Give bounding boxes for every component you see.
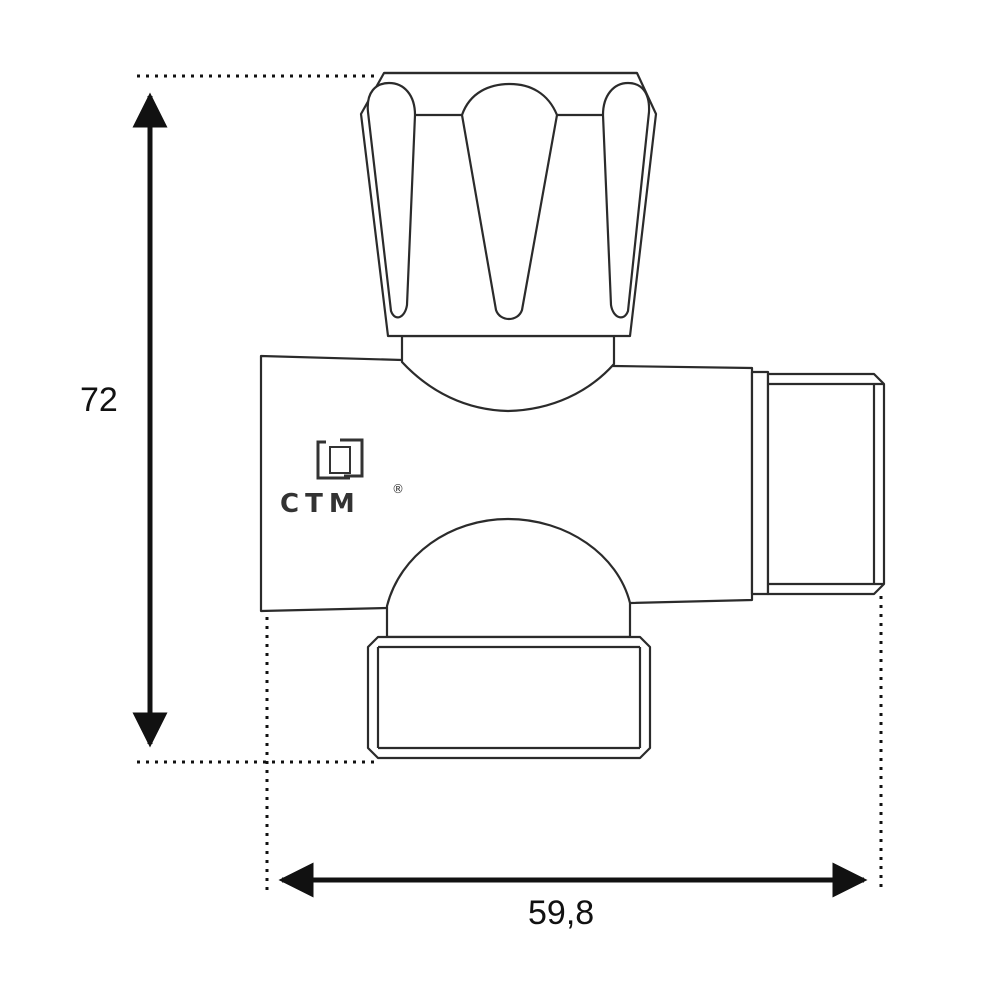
right-outlet-collar <box>750 370 770 596</box>
dimension-arrows <box>132 92 868 898</box>
handle-flute-left <box>366 81 417 319</box>
handle-flute-center <box>460 82 559 321</box>
valve-outline <box>259 71 886 760</box>
bonnet-dome <box>400 334 616 413</box>
right-thread-outlet <box>750 370 886 596</box>
registered-mark: ® <box>392 482 404 496</box>
bottom-nut <box>366 635 652 760</box>
width-dimension-label: 59,8 <box>528 894 595 932</box>
bottom-nut-outline <box>366 635 652 760</box>
handle-flute-right <box>601 81 651 319</box>
brand-logo-mark <box>316 438 364 480</box>
height-dimension-label: 72 <box>80 381 118 419</box>
handle-knob <box>359 71 658 338</box>
brand-name: CTM <box>280 489 361 519</box>
lower-dome <box>385 517 632 639</box>
right-thread-outline <box>766 372 886 596</box>
extension-lines <box>137 74 883 893</box>
brand-logo: CTM ® <box>280 438 404 519</box>
